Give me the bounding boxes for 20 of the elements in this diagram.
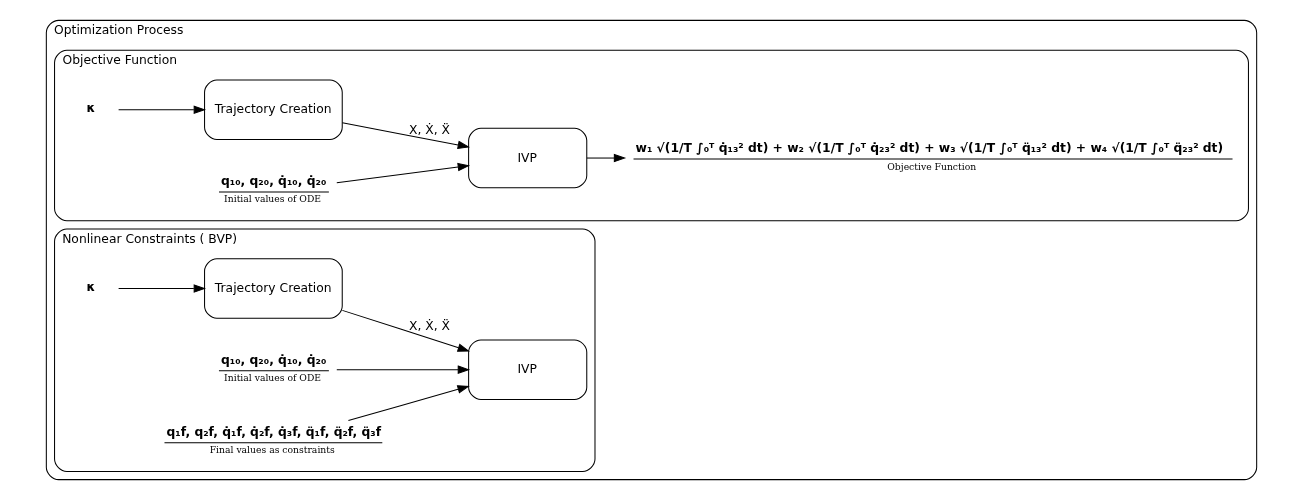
arrow [347,385,470,422]
node-box: IVP [468,339,588,400]
node-text: κ [86,101,96,116]
node-text: κ [86,280,96,295]
node-text: q₁f, q₂f, q̇₁f, q̇₂f, q̇₃f, q̈₁f, q̈₂f, q̈₃f Final values as constraints [166,425,382,456]
node-box: IVP [468,127,588,189]
edge-label: X, Ẋ, Ẍ [409,319,451,334]
arrow [118,105,206,115]
node-text: q₁₀, q₂₀, q̇₁₀, q̇₂₀ Initial values of ODE [221,174,327,205]
arrow [336,162,471,184]
node-box: Trajectory Creation [204,79,343,141]
arrow [341,122,470,150]
arrow [118,284,206,293]
node-box: Trajectory Creation [204,258,343,319]
node-text: w₁ √(1/T ∫₀ᵀ q̇₁₃² dt) + w₂ √(1/T ∫₀ᵀ q̇₂₃² dt) + w₃ √(1/T ∫₀ᵀ q̈₁₃² dt) + w₄ √(1/T ∫₀ᵀ q̈₂₃² dt) Objective Function [635,141,1224,172]
node-text: q₁₀, q₂₀, q̇₁₀, q̇₂₀ Initial values of ODE [221,353,327,384]
arrow [336,365,471,374]
edge-label: X, Ẋ, Ẍ [409,123,451,137]
arrow [341,309,470,352]
arrow [586,153,627,163]
